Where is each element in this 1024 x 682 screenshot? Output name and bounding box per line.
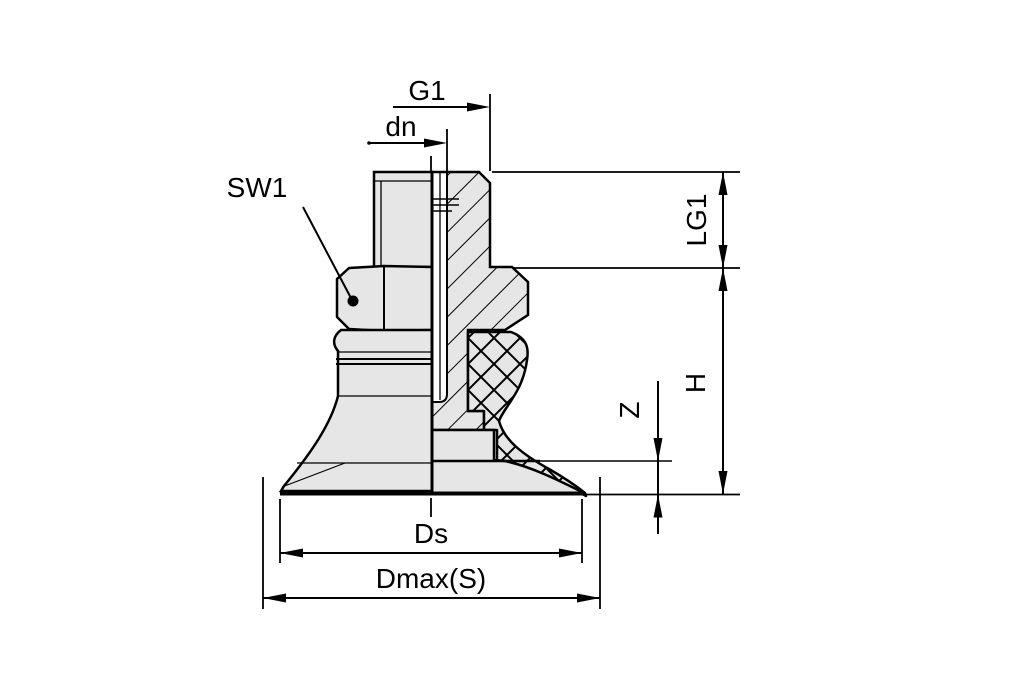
ds-arrow-left (280, 548, 303, 558)
sw1-label: SW1 (227, 172, 288, 203)
dimension-z: Z (614, 381, 663, 534)
sw1-leader-dot (347, 295, 359, 307)
lg1-arrow-down (718, 245, 728, 268)
dimension-ds: Ds (279, 499, 583, 563)
dimension-sw1: SW1 (227, 172, 359, 307)
z-label: Z (614, 401, 645, 418)
g1-arrow (467, 102, 490, 112)
ds-label: Ds (414, 518, 448, 549)
sw1-leader-line (302, 206, 353, 301)
lip-slant-line (281, 462, 346, 488)
z-arrow-down (653, 438, 663, 461)
dimension-dmax: Dmax(S) (262, 477, 601, 609)
h-label: H (680, 373, 711, 393)
fitting-section-hatch (432, 172, 528, 430)
lg1-arrow-up (718, 172, 728, 195)
ds-arrow-right (559, 548, 582, 558)
dmax-arrow-left (263, 593, 286, 603)
z-arrow-up (653, 494, 663, 518)
part-section-half (430, 170, 672, 498)
dimension-h: H (680, 268, 728, 494)
h-arrow-up (718, 268, 728, 291)
fitting-body-left (372, 170, 434, 269)
h-arrow-down (718, 471, 728, 494)
cup-bell-exterior (278, 328, 434, 493)
g1-label: G1 (408, 75, 445, 106)
dimension-lg1: LG1 (681, 172, 728, 268)
dn-label: dn (385, 111, 416, 142)
lg1-label: LG1 (681, 194, 712, 247)
fitting-bore-wall (432, 172, 448, 403)
dimension-g1: G1 (393, 75, 491, 171)
dn-arrow (424, 138, 447, 148)
dmax-arrow-right (577, 593, 600, 603)
dmax-label: Dmax(S) (376, 563, 486, 594)
dimensions: G1 dn SW1 LG1 (227, 75, 740, 609)
dimension-dn: dn (367, 111, 448, 213)
part-exterior-half (278, 170, 434, 493)
